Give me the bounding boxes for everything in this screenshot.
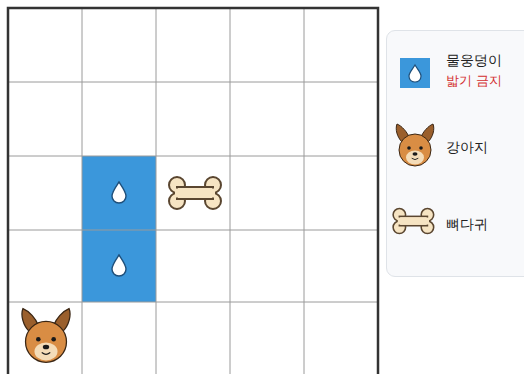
legend-text: 뼈다귀 [446,216,488,234]
legend-swatch [400,58,430,88]
legend-text: 물웅덩이 [446,52,502,70]
warning-note: 밟기 금지 [446,72,502,90]
legend-text: 강아지 [446,139,488,157]
drop-icon [400,58,430,88]
